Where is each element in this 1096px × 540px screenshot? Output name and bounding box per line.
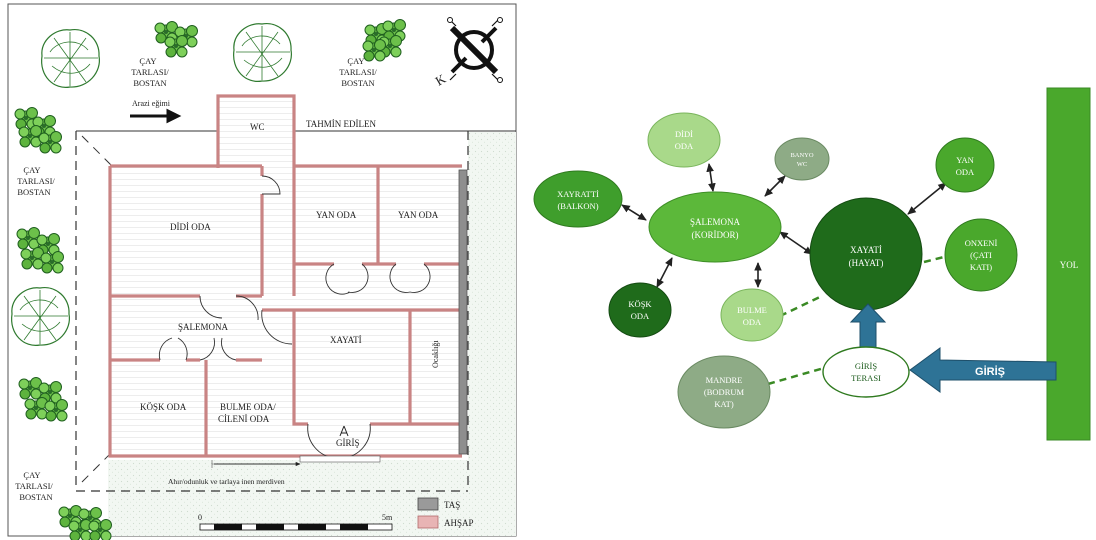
svg-text:ŞALEMONA: ŞALEMONA	[690, 217, 741, 227]
svg-text:(BODRUM: (BODRUM	[704, 387, 745, 397]
north-letter: K	[433, 71, 449, 89]
arrow-salemona-didi	[706, 163, 716, 192]
svg-text:ÇAY: ÇAY	[23, 165, 40, 175]
scale-bar: 0 5m	[198, 513, 393, 531]
room-yan-2: YAN ODA	[398, 210, 439, 220]
scale-start: 0	[198, 513, 202, 522]
node-xayati: XAYATİ (HAYAT)	[809, 197, 923, 311]
svg-text:ÇAY: ÇAY	[347, 56, 364, 66]
stair-label: Ahır/odunluk ve tarlaya inen merdiven	[168, 477, 285, 486]
node-yan: YAN ODA	[935, 137, 995, 193]
svg-text:BOSTAN: BOSTAN	[341, 78, 374, 88]
north-arrow-icon	[447, 17, 503, 83]
entry-up-arrow-icon	[849, 303, 887, 349]
room-yan-1: YAN ODA	[316, 210, 357, 220]
arrow-xayati-yan	[907, 182, 947, 215]
estimated-label: TAHMİN EDİLEN	[306, 119, 377, 129]
node-xayratti: XAYRATTİ (BALKON)	[533, 170, 623, 228]
arrow-salemona-xayati	[779, 231, 813, 255]
node-bulme: BULME ODA	[720, 288, 784, 342]
garden-label-top-2: ÇAY TARLASI/ BOSTAN	[339, 56, 377, 88]
svg-text:MANDRE: MANDRE	[706, 375, 743, 385]
svg-text:ODA: ODA	[675, 141, 694, 151]
room-xayati: XAYATİ	[330, 335, 362, 345]
svg-text:TARLASI/: TARLASI/	[15, 481, 53, 491]
relationship-diagram: YOL DİDİ ODA BANYO WC	[533, 87, 1091, 441]
svg-text:BULME: BULME	[737, 305, 767, 315]
svg-text:TARLASI/: TARLASI/	[131, 67, 169, 77]
svg-text:KAT): KAT)	[714, 399, 734, 409]
svg-text:BOSTAN: BOSTAN	[133, 78, 166, 88]
arrow-salemona-banyo	[764, 175, 786, 197]
legend-label-wood: AHŞAP	[444, 518, 474, 528]
room-ocakligi: Ocaklığı	[431, 340, 440, 368]
link-arrows	[621, 163, 947, 288]
node-banyo: BANYO WC	[774, 137, 830, 181]
entry-arrow-icon	[909, 347, 1057, 393]
garden-label-top-1: ÇAY TARLASI/ BOSTAN	[131, 56, 169, 88]
svg-text:DİDİ: DİDİ	[675, 129, 693, 139]
room-wc: WC	[250, 122, 265, 132]
entry-marker-icon	[339, 425, 349, 437]
entry-arrow-label: GİRİŞ	[975, 365, 1005, 378]
legend-swatch-stone	[417, 497, 439, 511]
svg-text:ODA: ODA	[743, 317, 762, 327]
slope-label: Arazi eğimi	[132, 99, 171, 108]
floor-plan: WC TAHMİN EDİLEN DİDİ ODA YAN ODA YAN OD…	[7, 3, 517, 540]
svg-text:BANYO: BANYO	[790, 152, 813, 159]
svg-text:ODA: ODA	[631, 311, 650, 321]
svg-text:TARLASI/: TARLASI/	[339, 67, 377, 77]
node-giris: GİRİŞ TERASI	[822, 346, 910, 398]
node-didi: DİDİ ODA	[647, 112, 721, 168]
stone-wall	[458, 169, 468, 455]
legend-swatch-wood	[417, 515, 439, 529]
arrow-salemona-xayratti	[621, 204, 647, 221]
node-onxeni: ONXENİ (ÇATI KATI)	[944, 218, 1018, 292]
svg-text:WC: WC	[797, 161, 807, 168]
garden-label-bottom-left: ÇAY TARLASI/ BOSTAN	[15, 470, 53, 502]
svg-text:BOSTAN: BOSTAN	[17, 187, 50, 197]
room-didi: DİDİ ODA	[170, 222, 211, 232]
arrow-salemona-kosk	[656, 257, 673, 288]
svg-text:ÇAY: ÇAY	[139, 56, 156, 66]
svg-text:KATI): KATI)	[970, 262, 992, 272]
slope-arrow-icon	[130, 108, 182, 124]
node-kosk: KÖŞK ODA	[608, 282, 672, 338]
svg-text:GİRİŞ: GİRİŞ	[855, 361, 877, 371]
ground-hatch-bottom	[108, 460, 516, 536]
svg-text:TERASI: TERASI	[851, 373, 881, 383]
svg-text:(KORİDOR): (KORİDOR)	[692, 230, 739, 240]
dashed-links	[767, 254, 949, 386]
node-salemona: ŞALEMONA (KORİDOR)	[648, 191, 782, 263]
svg-text:TARLASI/: TARLASI/	[17, 176, 55, 186]
svg-text:ODA: ODA	[956, 167, 975, 177]
room-salemona: ŞALEMONA	[178, 322, 229, 332]
svg-text:ONXENİ: ONXENİ	[965, 238, 998, 248]
room-bulme-line2: CİLENİ ODA	[218, 414, 270, 424]
legend: TAŞ AHŞAP	[417, 497, 474, 529]
svg-text:YAN: YAN	[956, 155, 973, 165]
room-giris: GİRİŞ	[336, 438, 360, 448]
svg-text:(BALKON): (BALKON)	[557, 201, 598, 211]
svg-text:ÇAY: ÇAY	[23, 470, 40, 480]
room-bulme-line1: BULME ODA/	[220, 402, 276, 412]
svg-text:(HAYAT): (HAYAT)	[849, 258, 884, 268]
scale-end: 5m	[382, 513, 393, 522]
svg-text:(ÇATI: (ÇATI	[970, 250, 992, 260]
road-label: YOL	[1060, 260, 1079, 270]
svg-text:BOSTAN: BOSTAN	[19, 492, 52, 502]
svg-text:KÖŞK: KÖŞK	[628, 299, 652, 309]
legend-label-stone: TAŞ	[444, 500, 460, 510]
svg-text:XAYATİ: XAYATİ	[850, 245, 882, 255]
node-mandre: MANDRE (BODRUM KAT)	[677, 355, 771, 429]
room-kosk: KÖŞK ODA	[140, 402, 187, 412]
garden-label-left: ÇAY TARLASI/ BOSTAN	[17, 165, 55, 197]
road	[1046, 87, 1091, 441]
svg-text:XAYRATTİ: XAYRATTİ	[557, 189, 599, 199]
